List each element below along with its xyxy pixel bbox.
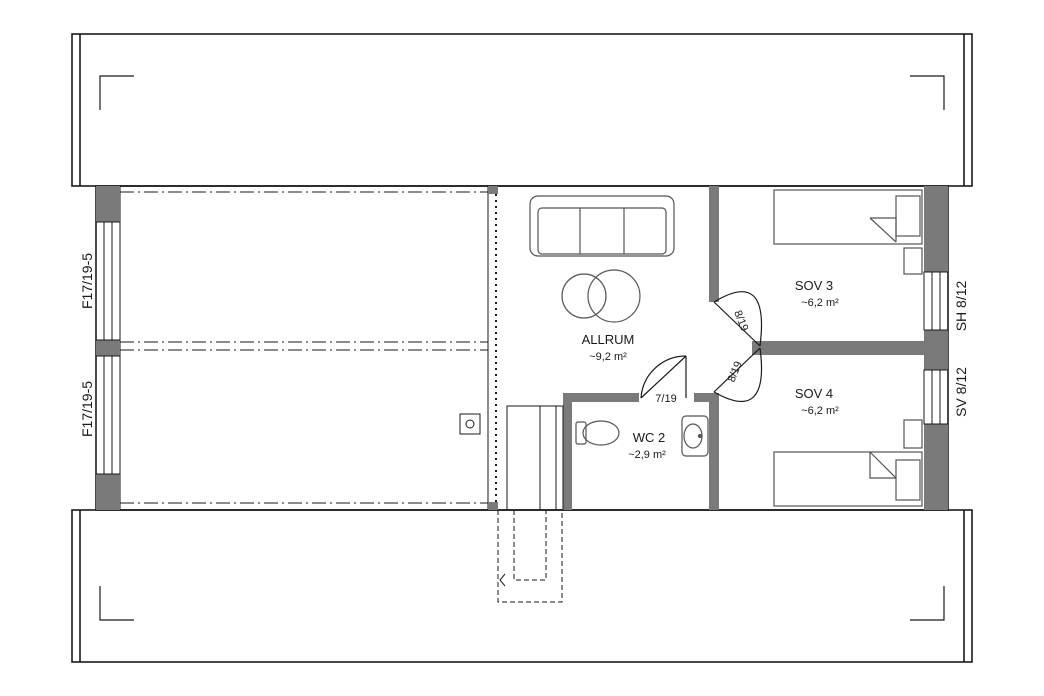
room-area-sov3: ~6,2 m² xyxy=(801,297,839,309)
door-sov3-swing[interactable] xyxy=(713,291,763,347)
right-wall xyxy=(923,186,949,510)
bed-sov4-icon xyxy=(773,419,923,507)
sink-icon xyxy=(681,415,709,457)
bed-sov3-icon xyxy=(773,189,923,275)
roof-bottom xyxy=(71,509,973,663)
door-sov4-swing[interactable] xyxy=(713,347,763,403)
room-name-sov3: SOV 3 xyxy=(795,278,833,293)
staircase xyxy=(497,405,564,603)
door-label-wc2: 7/19 xyxy=(655,393,676,405)
room-area-sov4: ~6,2 m² xyxy=(801,405,839,417)
left-wall xyxy=(95,186,121,510)
room-name-wc2: WC 2 xyxy=(633,430,666,445)
door-wc2-swing[interactable] xyxy=(640,355,687,399)
chimney-icon xyxy=(459,413,481,435)
toilet-icon xyxy=(575,420,620,446)
coffee-table-icon xyxy=(561,269,641,323)
door-label-sov4: 8/19 xyxy=(726,360,745,384)
window-label-left-lower: F17/19-5 xyxy=(79,381,95,437)
room-name-sov4: SOV 4 xyxy=(795,386,833,401)
window-label-right-upper: SH 8/12 xyxy=(953,280,969,331)
window-label-left-upper: F17/19-5 xyxy=(79,253,95,309)
sofa-icon xyxy=(529,195,675,257)
room-area-allrum: ~9,2 m² xyxy=(589,351,627,363)
room-name-allrum: ALLRUM xyxy=(582,332,635,347)
window-label-right-lower: SV 8/12 xyxy=(953,367,969,417)
room-area-wc2: ~2,9 m² xyxy=(628,449,666,461)
roof-top xyxy=(71,33,973,187)
interior-walls xyxy=(488,186,924,510)
attic-storage xyxy=(119,186,497,510)
